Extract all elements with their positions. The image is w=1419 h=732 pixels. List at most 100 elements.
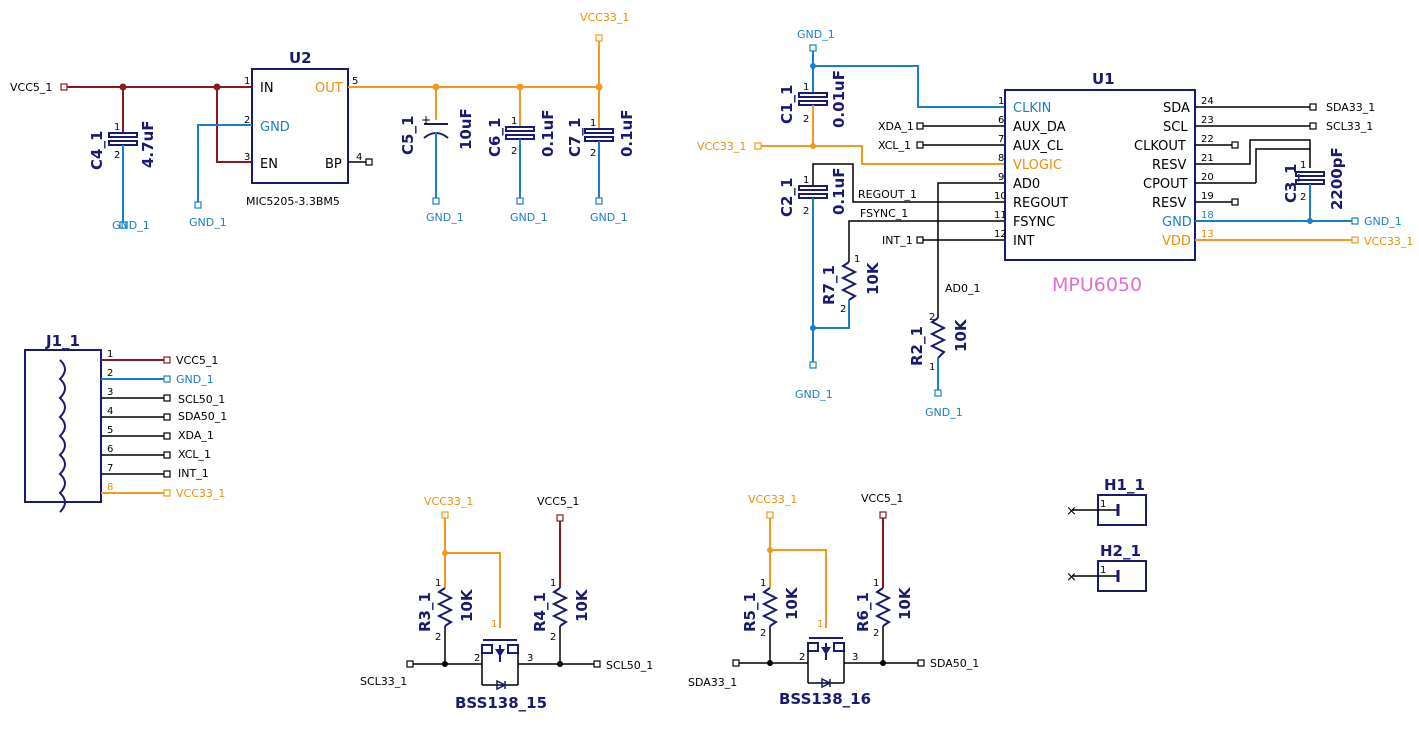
scl33-port [406,660,414,668]
j1-refdes: J1_1 [45,332,80,350]
vcc33-label: VCC33_1 [748,493,797,506]
j1-net-label: GND_1 [176,373,214,386]
sda50-port [917,659,925,667]
gnd-label: GND_1 [797,28,835,41]
pin-number: 2 [511,146,517,157]
bp-port [365,158,373,166]
svg-text:7: 7 [998,134,1004,145]
clkin-wire [813,65,1005,108]
r5-refdes: R5_1 [741,592,759,632]
u2-pin-num: 2 [244,115,250,126]
q15-refdes: BSS138_15 [455,694,547,712]
j1-net-label: XCL_1 [178,448,211,461]
r6-value: 10K [896,586,914,620]
j1-connector: J1_1 1 VCC5_1 2 GND_1 3 SCL50_1 4 SDA50_… [24,332,227,513]
int-label: INT_1 [882,234,913,247]
svg-text:8: 8 [998,153,1004,164]
u2-pin-num: 5 [352,76,358,87]
junction-dot [442,661,448,667]
svg-text:23: 23 [1201,115,1214,126]
svg-text:22: 22 [1201,134,1214,145]
pin-number: 1 [1100,499,1106,510]
pin-number: 2 [550,632,556,643]
sda33-label: SDA33_1 [1326,101,1375,114]
gnd-port [809,44,817,52]
u1-left-pins: 1 CLKIN 6 AUX_DA 7 AUX_CL 8 VLOGIC 9 AD0… [994,96,1068,249]
sda50-label: SDA50_1 [930,657,979,670]
junction-dot [810,143,816,149]
xcl-label: XCL_1 [878,139,911,152]
gnd-label: GND_1 [925,406,963,419]
pin-number: 2 [803,206,809,217]
resv2-port [1231,198,1239,206]
junction-dot [557,661,563,667]
c7-value: 0.1uF [618,110,636,158]
vcc33-port [595,34,603,42]
svg-text:+: + [421,113,431,127]
vcc33-label: VCC33_1 [1364,235,1413,248]
pin-number: 1 [803,175,809,186]
u2-pin-gnd: GND [260,120,290,135]
svg-text:AD0: AD0 [1013,177,1040,192]
regout-label: REGOUT_1 [858,188,917,201]
u2-pin-out: OUT [315,81,343,96]
gnd-port [163,375,171,383]
pin-number: 2 [929,312,935,323]
pin-number: 1 [1100,565,1106,576]
c6-capacitor [505,126,535,140]
pin-number: 2 [1300,192,1306,203]
scl50-port [593,660,601,668]
cpout-wire2 [1255,148,1310,183]
c4-refdes: C4_1 [88,131,106,170]
pin-number: 7 [107,463,113,474]
gnd-port [1351,217,1359,225]
c5-refdes: C5_1 [399,116,417,155]
gnd-port [516,197,524,205]
c1-value: 0.01uF [830,70,848,128]
j1-net-label: VCC33_1 [176,487,225,500]
svg-text:10: 10 [994,191,1007,202]
pin-number: 3 [107,387,113,398]
u2-pin-num: 1 [244,76,250,87]
mounting-holes: H1_1 × 1 H2_1 × 1 [1066,476,1147,592]
svg-text:13: 13 [1201,229,1214,240]
pin-number: 1 [1300,160,1306,171]
mosfet-q16 [807,637,845,689]
u1-right-pins: 24 SDA 23 SCL 22 CLKOUT 21 RESV 20 CPOUT… [1134,96,1214,249]
scl33-port [1309,122,1317,130]
pin-number: 2 [873,628,879,639]
vcc33-label: VCC33_1 [697,140,746,153]
r4-value: 10K [573,588,591,622]
scl33-label: SCL33_1 [360,675,407,688]
pin-number: 2 [799,652,805,663]
svg-text:21: 21 [1201,153,1214,164]
mpu6050-section: GND_1 1 2 C1_1 0.01uF VCC33_1 XDA_1 XCL_… [697,28,1413,419]
sda33-label: SDA33_1 [688,676,737,689]
svg-text:11: 11 [994,210,1007,221]
vcc33-port [441,511,449,519]
svg-text:18: 18 [1201,210,1214,221]
en-tie-wire [216,87,252,163]
level-shifter-scl: VCC33_1 1 1 2 R3_1 10K VCC5_1 1 2 R4_1 1… [360,495,653,712]
junction-dot [880,660,886,666]
gnd-label: GND_1 [112,219,150,232]
r7-value: 10K [864,261,882,295]
r3-resistor [436,587,454,627]
gnd-label: GND_1 [795,388,833,401]
j1-net-label: VCC5_1 [176,354,218,367]
h1-refdes: H1_1 [1104,476,1145,494]
r2-refdes: R2_1 [908,326,926,366]
gnd-port [432,197,440,205]
svg-text:AUX_CL: AUX_CL [1013,139,1064,154]
svg-text:FSYNC: FSYNC [1013,215,1055,230]
r7-refdes: R7_1 [820,265,838,305]
scl33-label: SCL33_1 [1326,120,1373,133]
int-port [916,236,924,244]
pin-number: 2 [840,304,846,315]
svg-text:INT: INT [1013,234,1035,249]
pin-number: 1 [760,578,766,589]
pin-number: 1 [114,122,120,133]
u2-gnd-wire [197,124,252,202]
j1-body [24,349,102,503]
